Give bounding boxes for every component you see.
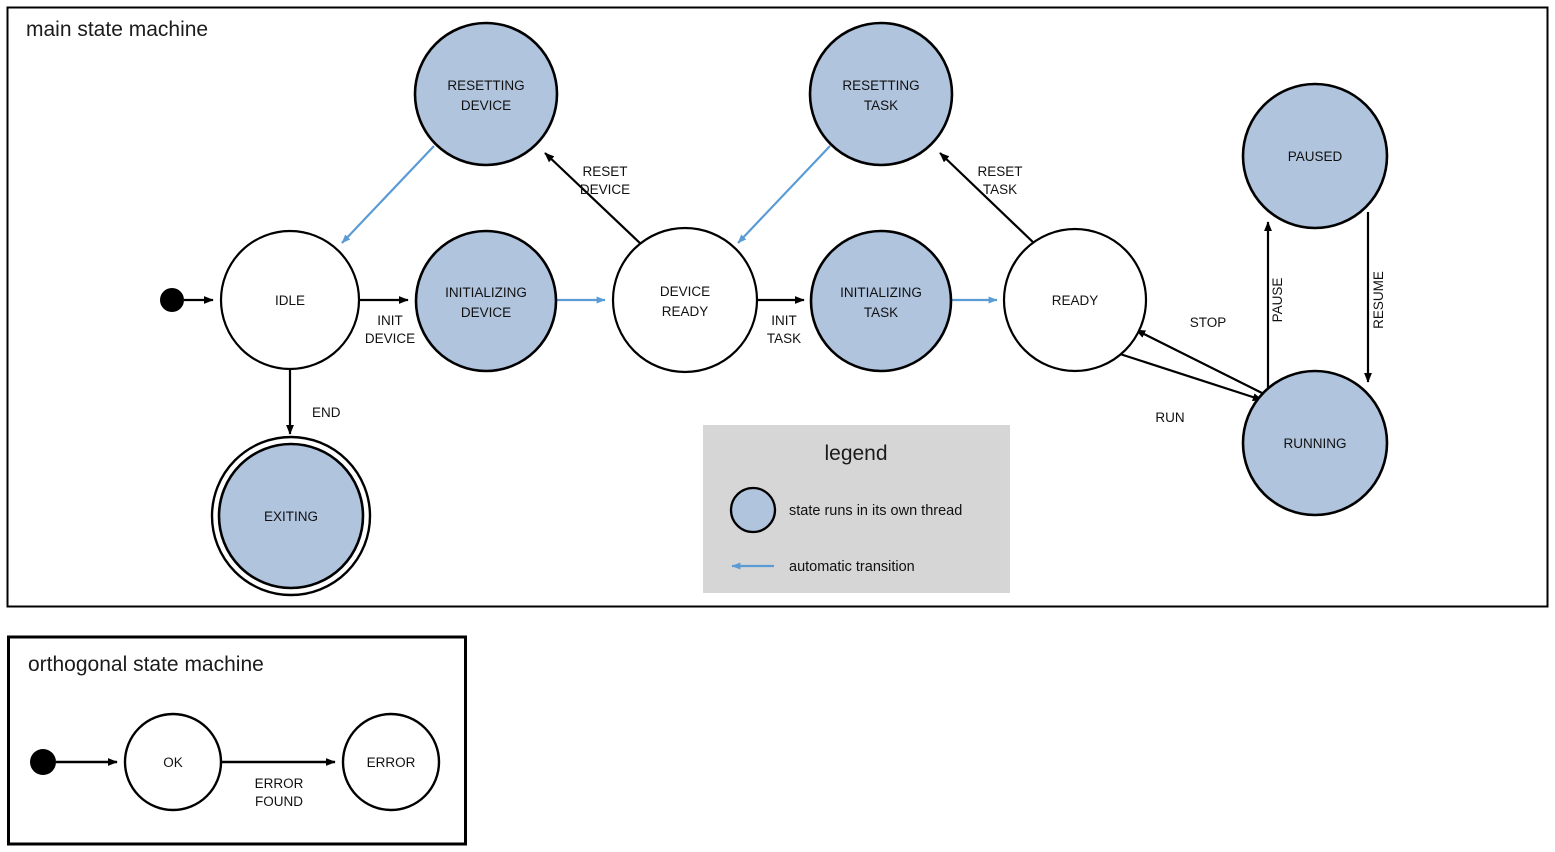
legend-threaded-state-swatch xyxy=(729,486,777,534)
edge-ready-resetting-task xyxy=(939,152,1037,246)
edge-resetting-task-device-ready xyxy=(737,145,831,244)
main-machine-title: main state machine xyxy=(26,18,208,41)
state-label-ready: READY xyxy=(1052,293,1099,308)
state-label-initializing-device-l1: INITIALIZING xyxy=(445,285,527,300)
state-circle-error xyxy=(341,712,441,812)
edge-running-ready xyxy=(1135,329,1263,394)
state-circle-exiting-inner xyxy=(217,442,365,590)
state-label-error: ERROR xyxy=(367,755,416,770)
edge-label-reset-device-l1: RESET xyxy=(582,164,627,179)
state-label-resetting-device-l2: DEVICE xyxy=(461,98,511,113)
initial-state-dot-orthogonal xyxy=(30,749,56,775)
state-node-paused[interactable]: PAUSED xyxy=(1241,82,1389,230)
state-node-device-ready[interactable]: DEVICE READY xyxy=(611,226,759,374)
edge-ready-running xyxy=(1119,352,1263,402)
state-node-running[interactable]: RUNNING xyxy=(1241,369,1389,517)
state-label-initializing-device-l2: DEVICE xyxy=(461,305,511,320)
state-label-device-ready-l2: READY xyxy=(662,304,709,319)
state-label-device-ready-l1: DEVICE xyxy=(660,284,710,299)
state-node-exiting[interactable]: EXITING xyxy=(210,435,372,597)
edge-label-init-device-l1: INIT xyxy=(377,313,403,328)
state-circle-paused xyxy=(1241,82,1389,230)
legend-auto-transition-label: automatic transition xyxy=(789,559,915,575)
edge-label-reset-task-l1: RESET xyxy=(977,164,1022,179)
edge-label-init-task-l2: TASK xyxy=(767,331,801,346)
edge-resetting-device-idle xyxy=(341,145,435,244)
edge-label-init-task-l1: INIT xyxy=(771,313,797,328)
state-label-initializing-task-l2: TASK xyxy=(864,305,898,320)
state-label-idle: IDLE xyxy=(275,293,305,308)
state-node-ready[interactable]: READY xyxy=(1002,227,1148,373)
edge-label-stop: STOP xyxy=(1190,315,1227,330)
state-label-resetting-device-l1: RESETTING xyxy=(447,78,524,93)
state-node-resetting-task[interactable]: RESETTING TASK xyxy=(808,21,954,167)
edge-label-run: RUN xyxy=(1155,410,1184,425)
state-node-idle[interactable]: IDLE xyxy=(219,229,361,371)
state-label-ok: OK xyxy=(163,755,183,770)
state-node-resetting-device[interactable]: RESETTING DEVICE xyxy=(413,21,559,167)
state-label-running: RUNNING xyxy=(1284,436,1347,451)
edge-label-end: END xyxy=(312,405,341,420)
state-circle-running xyxy=(1241,369,1389,517)
state-label-exiting: EXITING xyxy=(264,509,318,524)
state-node-error[interactable]: ERROR xyxy=(341,712,441,812)
initial-state-dot-main xyxy=(160,288,184,312)
edge-label-init-device-l2: DEVICE xyxy=(365,331,415,346)
state-label-paused: PAUSED xyxy=(1288,149,1343,164)
legend-threaded-state-label: state runs in its own thread xyxy=(789,503,962,519)
edge-device-ready-resetting-device xyxy=(544,152,643,246)
state-circle-device-ready xyxy=(611,226,759,374)
edge-label-reset-task-l2: TASK xyxy=(983,182,1017,197)
state-circle-resetting-task xyxy=(808,21,954,167)
edge-label-error-found-l1: ERROR xyxy=(255,776,304,791)
state-node-ok[interactable]: OK xyxy=(123,712,223,812)
state-node-initializing-device[interactable]: INITIALIZING DEVICE xyxy=(414,229,558,373)
state-circle-ok xyxy=(123,712,223,812)
edge-label-reset-device-l2: DEVICE xyxy=(580,182,630,197)
state-circle-ready xyxy=(1002,227,1148,373)
state-label-resetting-task-l2: TASK xyxy=(864,98,898,113)
edge-label-error-found-l2: FOUND xyxy=(255,794,303,809)
state-node-initializing-task[interactable]: INITIALIZING TASK xyxy=(809,229,953,373)
legend-title: legend xyxy=(824,442,887,465)
edge-label-resume: RESUME xyxy=(1371,271,1386,329)
legend-panel: legend state runs in its own thread auto… xyxy=(703,425,1010,593)
state-label-initializing-task-l1: INITIALIZING xyxy=(840,285,922,300)
legend-item-threaded-state: state runs in its own thread xyxy=(729,486,962,534)
state-circle-idle xyxy=(219,229,361,371)
edge-label-pause: PAUSE xyxy=(1270,278,1285,323)
orthogonal-machine-title: orthogonal state machine xyxy=(28,653,264,676)
state-circle-resetting-device xyxy=(413,21,559,167)
state-circle-initializing-task xyxy=(809,229,953,373)
state-circle-initializing-device xyxy=(414,229,558,373)
state-label-resetting-task-l1: RESETTING xyxy=(842,78,919,93)
legend-item-automatic-transition: automatic transition xyxy=(731,559,915,575)
